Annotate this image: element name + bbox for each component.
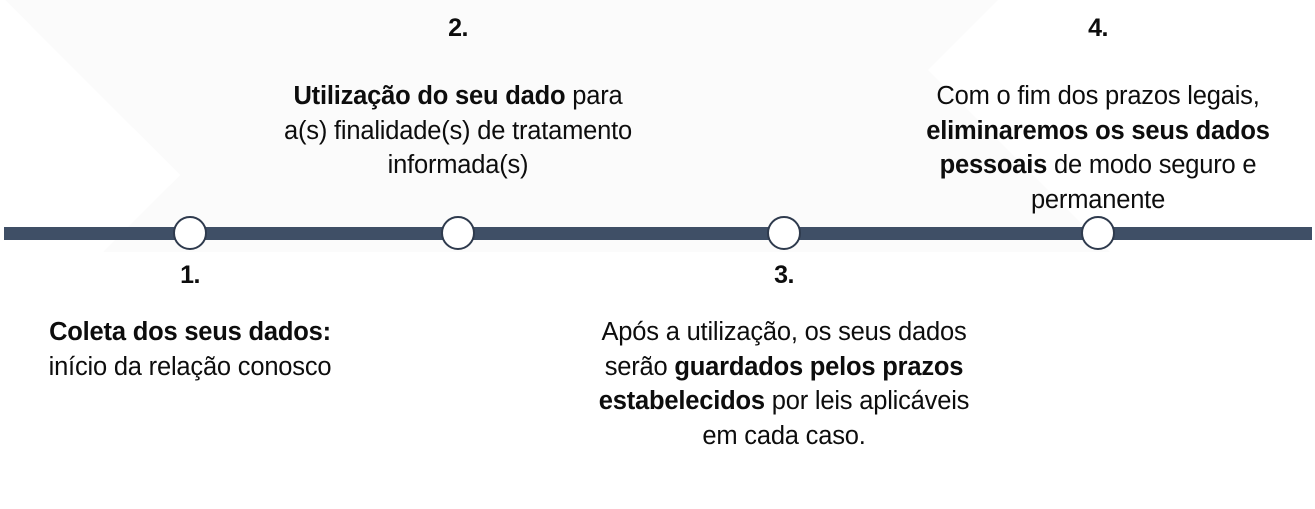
timeline-step-3: 3. Após a utilização, os seus dados serã…: [595, 263, 973, 454]
step-4-description: Com o fim dos prazos legais, eliminaremo…: [926, 82, 1270, 215]
timeline-node-1: [173, 216, 207, 250]
step-3-description: Após a utilização, os seus dados serão g…: [598, 318, 970, 451]
timeline-step-2: 2. Utilização do seu dado para a(s) fina…: [278, 16, 638, 183]
timeline-axis-line: [4, 227, 1312, 240]
step-2-number: 2.: [448, 14, 468, 42]
timeline-node-2: [441, 216, 475, 250]
timeline-node-3: [767, 216, 801, 250]
timeline-step-1: 1. Coleta dos seus dados: início da rela…: [40, 263, 340, 384]
step-2-description: Utilização do seu dado para a(s) finalid…: [284, 82, 632, 180]
step-1-number: 1.: [180, 261, 200, 289]
step-3-number: 3.: [774, 261, 794, 289]
step-4-number: 4.: [1088, 14, 1108, 42]
step-1-description: Coleta dos seus dados: início da relação…: [48, 318, 332, 381]
timeline-node-4: [1081, 216, 1115, 250]
timeline-step-4: 4. Com o fim dos prazos legais, eliminar…: [898, 16, 1298, 218]
